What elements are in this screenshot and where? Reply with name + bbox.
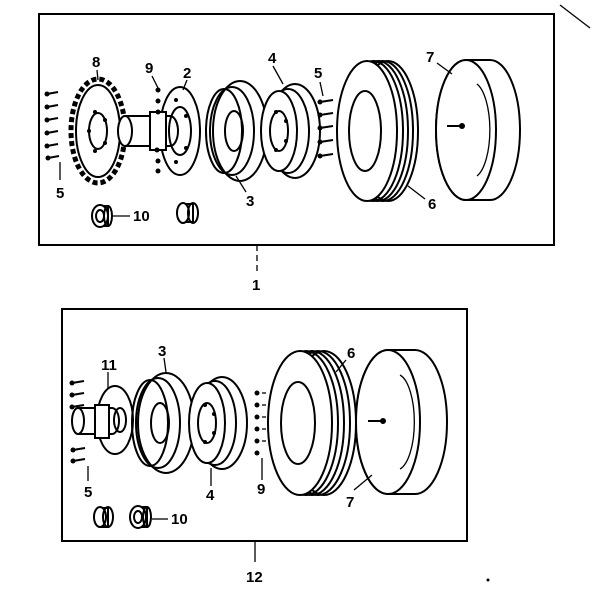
bottom-pulley-rear [188,376,248,470]
top-sprocket [68,76,128,186]
top-pulley-front [205,80,268,182]
top-cover [435,59,521,201]
callout-pulley-front: 3 [158,343,166,360]
callout-bolts-left: 5 [56,185,64,202]
bottom-pulley-front [131,372,195,474]
bottom-leaders [107,357,373,520]
callout-bolts-mid: 9 [257,481,265,498]
callout-hub: 2 [183,65,191,82]
callout-sprocket: 8 [92,54,100,71]
top-assembly: 8 9 2 5 3 4 5 6 7 10 1 [38,13,555,294]
callout-bolts-left: 5 [84,484,92,501]
top-bolts-row [154,87,161,174]
top-frame [38,13,555,246]
top-drum [336,60,419,202]
callout-bushing: 10 [171,511,188,528]
callout-cover: 7 [346,494,354,511]
corner-mark [559,4,591,29]
callout-pulley-front: 3 [246,193,254,210]
bottom-drum [267,350,357,496]
top-leaders [96,62,453,217]
top-hub [117,86,201,176]
callout-pulley-rear: 4 [206,487,215,504]
bottom-frame [61,308,468,542]
top-bolts-mid [317,99,334,159]
bottom-cover [355,349,448,495]
bottom-bushing-left [93,506,114,528]
bottom-bolts-left [69,380,89,481]
assembly-label-bottom: 12 [246,569,263,586]
bottom-hub [71,385,134,455]
top-pulley-rear [260,83,321,179]
assembly-label-top: 1 [252,277,260,294]
bottom-bolts-mid [254,390,266,456]
callout-drum: 6 [428,196,436,213]
callout-bolts-mid: 5 [314,65,322,82]
callout-cover: 7 [426,49,434,66]
top-bolts-left [44,91,61,180]
speck [486,578,490,582]
bottom-bushing-right [129,505,152,529]
bottom-assembly: 11 3 5 4 9 6 7 10 12 [61,308,468,586]
callout-drum: 6 [347,345,355,362]
top-bushing-left [91,204,113,228]
callout-hub: 11 [101,357,117,374]
callout-bushing: 10 [133,208,150,225]
top-bushing-right [176,202,199,224]
callout-bolts-row: 9 [145,60,153,77]
callout-pulley-rear: 4 [268,50,277,67]
